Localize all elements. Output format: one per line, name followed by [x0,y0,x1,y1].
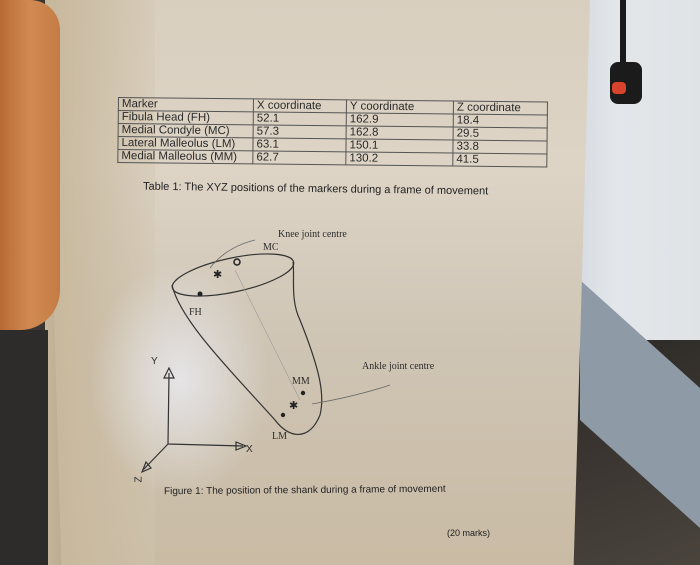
label-lm: LM [272,431,287,442]
axis-x-label: X [246,444,253,455]
shank-outline [171,261,323,435]
label-fh: FH [189,307,202,318]
fh-marker [197,291,203,297]
power-cord [620,0,626,64]
axis-y-label: Y [151,356,158,367]
knee-centre-star: ✱ [213,269,222,281]
mm-marker [300,390,306,396]
label-mc: MC [263,242,279,253]
hand [0,0,60,330]
label-ankle-joint-centre: Ankle joint centre [362,361,435,372]
marker-dots [197,258,306,418]
mc-marker [233,258,241,266]
axis-z-label: Z [133,476,145,483]
knee-ellipse [171,253,295,297]
label-mm: MM [292,376,310,387]
label-knee-joint-centre: Knee joint centre [278,229,347,240]
plug-indicator-light [612,82,626,94]
paper-glare [90,260,270,500]
marks-label: (20 marks) [447,528,491,538]
ankle-centre-star: ✱ [289,400,298,412]
background-shadow [0,330,48,565]
lm-marker [280,412,286,418]
